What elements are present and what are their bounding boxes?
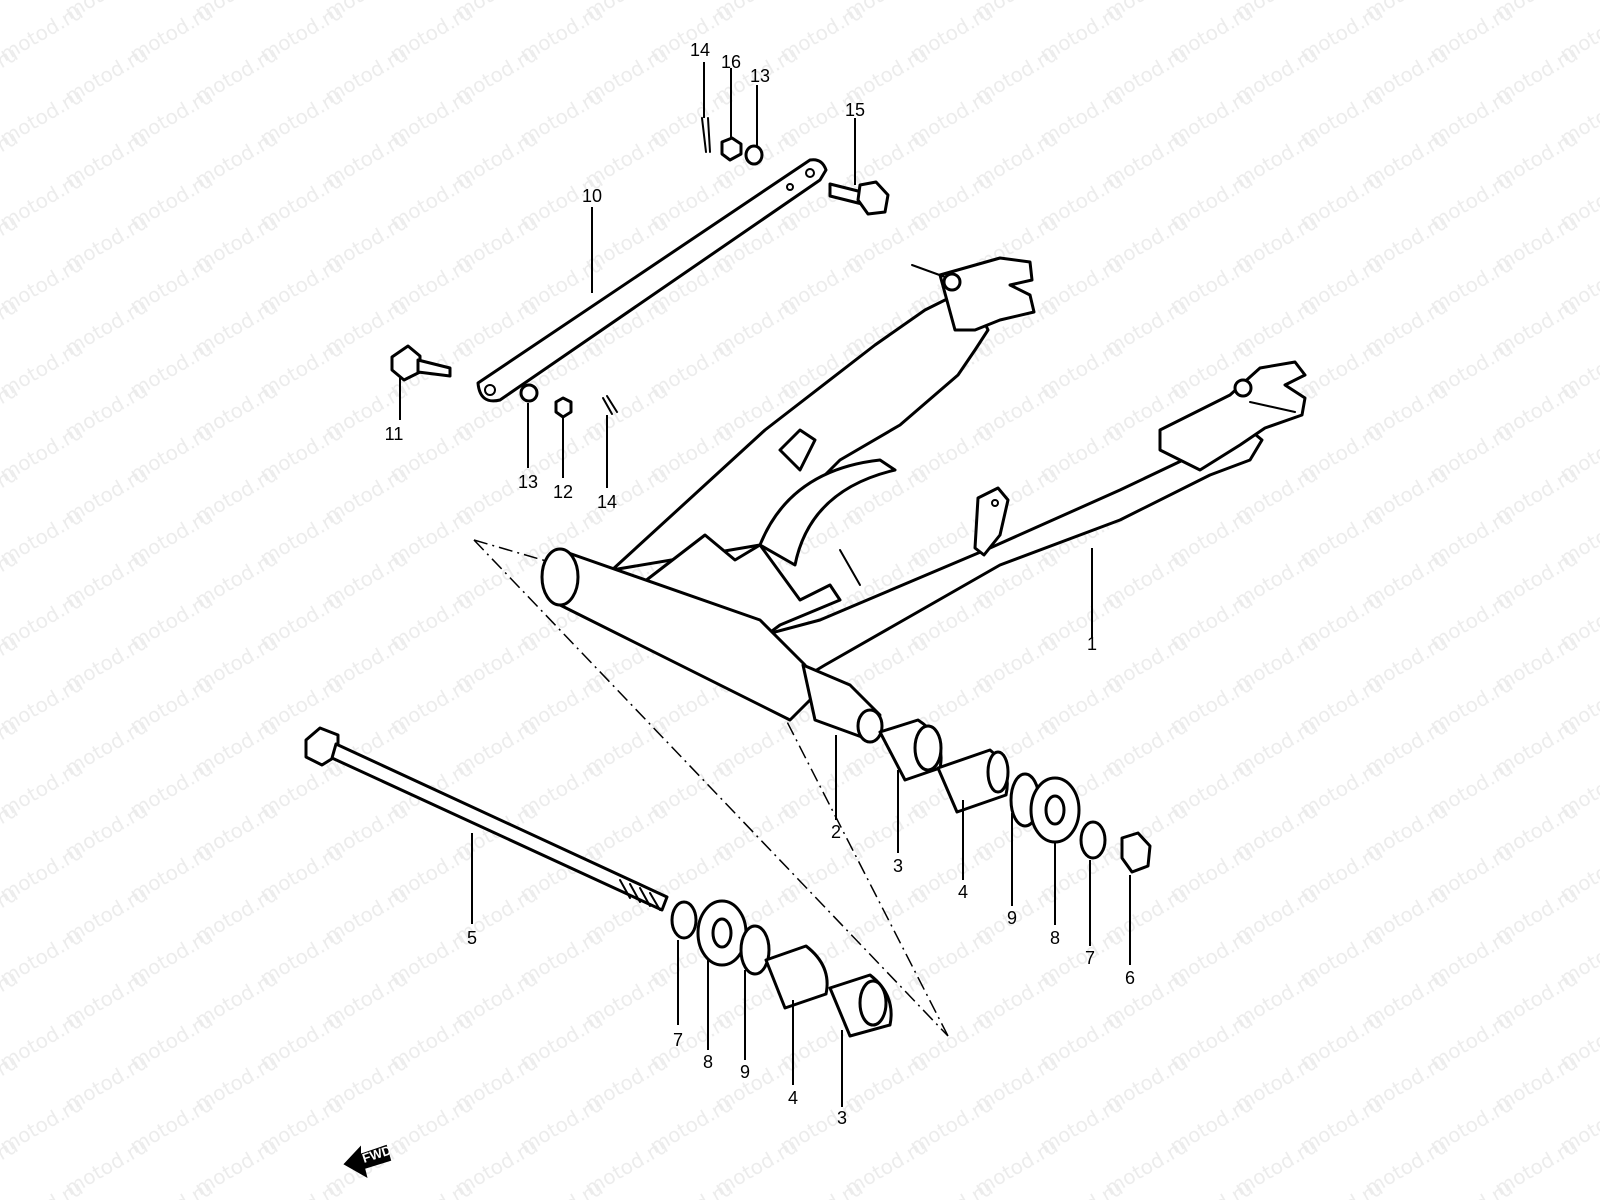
right-pivot-hardware [878, 718, 1152, 874]
callout-14-top: 14 [690, 40, 710, 60]
callout-9-left: 9 [740, 1062, 750, 1082]
pivot-bolt-threads [619, 879, 661, 911]
bracket-hole [991, 499, 999, 507]
left-washer [670, 900, 698, 940]
watermark-text: motod.ru [1556, 1176, 1600, 1200]
left-axle-adjuster-bolt [942, 272, 962, 292]
callout-7-left: 7 [673, 1030, 683, 1050]
torque-link-small-hole [786, 183, 794, 191]
callout-2: 2 [831, 822, 841, 842]
pivot-tube-bore [856, 708, 884, 744]
forward-direction-badge: FWD [343, 1142, 393, 1179]
right-bearing-bore [913, 724, 943, 772]
top-nut [720, 136, 743, 162]
chain-guard-tab [839, 549, 861, 586]
callout-13-top: 13 [750, 66, 770, 86]
front-link-bolt-thread [416, 358, 452, 378]
watermark-text: motod.ru [1426, 1176, 1517, 1200]
front-castle-nut [554, 396, 573, 419]
swingarm-right-arm [743, 428, 1264, 682]
rear-link-bolt-head [856, 180, 890, 216]
swingarm-gusset [778, 428, 817, 472]
front-lock-washer [519, 383, 539, 403]
left-shim [739, 924, 771, 976]
front-link-bolt-head [390, 344, 422, 382]
left-adjuster-stud [911, 264, 946, 278]
callout-8-right: 8 [1050, 928, 1060, 948]
front-link-hardware [519, 383, 618, 419]
rear-link-bolt-group [828, 180, 890, 216]
left-bearing-bore [858, 979, 888, 1027]
callout-9-right: 9 [1007, 908, 1017, 928]
swingarm-assembly [540, 256, 1307, 744]
callout-7-right: 7 [1085, 948, 1095, 968]
torque-link-rear-hole [805, 168, 815, 178]
brake-stay-bracket [973, 486, 1010, 557]
left-axle-clevis [938, 256, 1036, 332]
right-axle-adjuster-bolt [1233, 378, 1253, 398]
torque-link-front-hole [484, 384, 496, 396]
watermark-text: motod.ru [0, 1176, 87, 1200]
watermark-text: motod.ru [126, 1176, 217, 1200]
callout-5: 5 [467, 928, 477, 948]
torque-link-group [476, 158, 828, 403]
pivot-bolt-shank [330, 742, 669, 912]
callout-4-left: 4 [788, 1088, 798, 1108]
callout-3-right: 3 [893, 856, 903, 876]
callout-labels: 1 2 3 4 9 8 7 6 5 10 11 13 12 14 14 16 1… [385, 40, 1135, 1128]
callout-6: 6 [1125, 968, 1135, 988]
right-adjuster-stud [1249, 401, 1296, 413]
watermark-text: motod.ru [256, 1176, 347, 1200]
assembly-centerlines [473, 539, 949, 1037]
callout-11: 11 [385, 424, 404, 444]
watermark-text: motod.ru [1036, 1176, 1127, 1200]
top-cotter-pin [701, 117, 711, 153]
watermark-text: motod.ru [646, 1176, 737, 1200]
torque-link [476, 158, 828, 403]
left-dust-seal-bore [711, 917, 733, 949]
callout-10: 10 [582, 186, 602, 206]
watermark-text: motod.ru [1166, 1176, 1257, 1200]
watermark-text: motod.ru [776, 1176, 867, 1200]
callout-16: 16 [721, 52, 741, 72]
callout-4-right: 4 [958, 882, 968, 902]
swingarm-arch-brace [758, 458, 897, 567]
pivot-axis-line-right [739, 629, 949, 1037]
callout-14-front: 14 [597, 492, 617, 512]
right-spacer-bore [986, 750, 1010, 794]
right-dust-seal-bore [1044, 794, 1066, 826]
leader-lines [399, 62, 1131, 1107]
watermark-text: motod.ru [386, 1176, 477, 1200]
front-link-bolt-group [390, 344, 452, 382]
callout-1: 1 [1087, 634, 1097, 654]
pivot-axis-line-left [473, 539, 949, 1037]
left-spacer [764, 944, 829, 1010]
top-lock-washer [744, 144, 764, 166]
right-washer [1079, 820, 1107, 860]
callout-3-left: 3 [837, 1108, 847, 1128]
callout-13-front: 13 [518, 472, 538, 492]
pivot-bolt-group [304, 726, 669, 912]
right-axle-clevis [1158, 360, 1307, 472]
forward-arrow-icon [343, 1144, 392, 1179]
watermark-text: motod.ru [1296, 1176, 1387, 1200]
pivot-nut [1120, 831, 1152, 874]
pivot-tube-left-end [540, 547, 580, 607]
watermark-text: motod.ru [906, 1176, 997, 1200]
callout-8-left: 8 [703, 1052, 713, 1072]
front-cotter-pin [602, 395, 618, 415]
top-link-hardware [701, 117, 764, 166]
watermark-text: motod.ru [516, 1176, 607, 1200]
watermark-text: motod.ru [0, 0, 22, 24]
callout-15: 15 [845, 100, 865, 120]
callout-12: 12 [553, 482, 573, 502]
left-pivot-hardware [670, 899, 893, 1038]
